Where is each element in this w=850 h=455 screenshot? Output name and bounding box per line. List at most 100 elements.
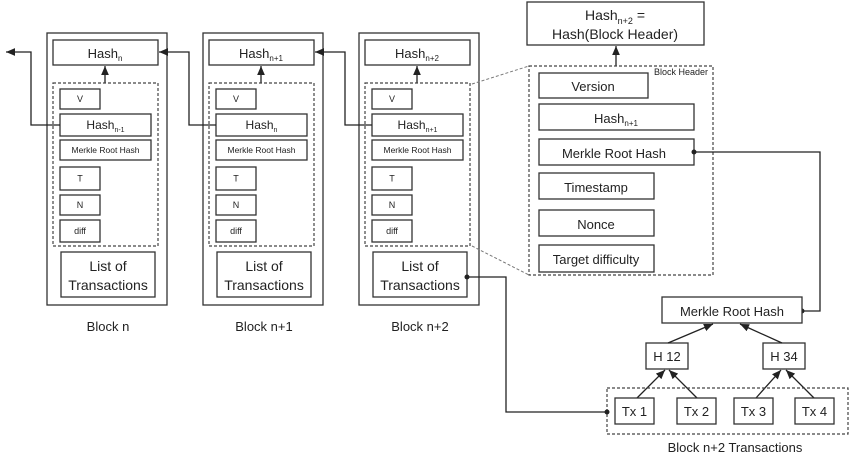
difficulty-field: [371, 219, 413, 243]
merkle-root-node-label: Merkle Root Hash: [680, 304, 784, 319]
difficulty-field: [215, 219, 257, 243]
nonce-label: Nonce: [577, 217, 615, 232]
timestamp-field-label: T: [233, 174, 239, 184]
chain-arrow-n2: [315, 48, 372, 126]
block-header: [364, 82, 471, 247]
merkle-root-field: [59, 139, 152, 161]
version-field: [215, 88, 257, 110]
prev-hash-field: [538, 103, 695, 131]
h12-node: [645, 342, 689, 370]
prev-hash-field-label: Hashn-1: [86, 118, 124, 134]
block-hash-label: Hashn+2: [395, 46, 439, 63]
merkle-root-field: [215, 139, 308, 161]
tree-arrow: [755, 369, 782, 399]
block-label: Block n+1: [235, 319, 292, 334]
block-hash-formula-line1: Hashn+2 =: [585, 7, 645, 26]
nonce-field-label: N: [389, 200, 396, 210]
timestamp-field-label: T: [77, 174, 83, 184]
timestamp-field: [215, 166, 257, 191]
tree-arrow: [668, 369, 698, 399]
merkle-link: [694, 151, 821, 312]
zoom-line-top: [471, 65, 530, 85]
block-header-detail: [528, 65, 714, 276]
tree-arrow: [785, 369, 815, 399]
tx-label: Tx 4: [802, 404, 827, 419]
difficulty-field-label: diff: [386, 226, 398, 236]
tx-node: [794, 397, 835, 425]
merkle-root-field-label: Merkle Root Hash: [71, 145, 139, 155]
version-field: [538, 72, 649, 99]
timestamp-field: [371, 166, 413, 191]
transactions-list-label: List of: [245, 258, 282, 274]
version-field: [59, 88, 101, 110]
block-hash-label: Hashn+1: [239, 46, 283, 63]
transactions-list-label: Transactions: [68, 277, 148, 293]
tx-label: Tx 3: [741, 404, 766, 419]
tx-node: [733, 397, 774, 425]
timestamp-field: [538, 172, 655, 200]
connector-dot: [604, 409, 610, 415]
nonce-field-label: N: [233, 200, 240, 210]
block-hash-formula-line2: Hash(Block Header): [552, 26, 678, 42]
timestamp-field: [59, 166, 101, 191]
target-difficulty-label: Target difficulty: [553, 252, 640, 267]
merkle-root-field-label: Merkle Root Hash: [383, 145, 451, 155]
prev-hash-label: Hashn+1: [594, 111, 638, 128]
transactions-list-label: Transactions: [380, 277, 460, 293]
transactions-list: [372, 251, 468, 298]
tx-label: Tx 2: [684, 404, 709, 419]
nonce-field: [215, 194, 257, 216]
chain-arrow-n: [6, 48, 60, 126]
zoom-line-bottom: [471, 245, 530, 276]
transactions-group-label: Block n+2 Transactions: [668, 440, 803, 455]
difficulty-field: [59, 219, 101, 243]
merkle-root-node: [661, 296, 803, 324]
transactions-list-label: List of: [401, 258, 438, 274]
version-field-label: V: [77, 94, 83, 104]
prev-hash-field-label: Hashn: [246, 118, 278, 134]
block-hash: [208, 39, 315, 66]
block-hash-formula: [526, 1, 705, 46]
tree-arrow: [667, 323, 714, 344]
merkle-root-label: Merkle Root Hash: [562, 146, 666, 161]
tx-label: Tx 1: [622, 404, 647, 419]
tx-node: [614, 397, 655, 425]
tx-node: [676, 397, 717, 425]
transactions-list-label: Transactions: [224, 277, 304, 293]
chain-arrow-n1: [159, 48, 216, 126]
block-header-title: Block Header: [654, 67, 708, 77]
block-label: Block n: [87, 319, 130, 334]
transactions-link: [467, 276, 607, 413]
h34-node: [762, 342, 806, 370]
version-field: [371, 88, 413, 110]
block-header: [52, 82, 159, 247]
timestamp-label: Timestamp: [564, 180, 628, 195]
nonce-field: [59, 194, 101, 216]
block-hash: [52, 39, 159, 66]
block-hash: [364, 39, 471, 66]
merkle-root-field: [538, 138, 695, 166]
version-field-label: V: [389, 94, 395, 104]
tree-arrow: [739, 323, 783, 344]
nonce-field: [371, 194, 413, 216]
transactions-list-label: List of: [89, 258, 126, 274]
h34-label: H 34: [770, 349, 797, 364]
timestamp-field-label: T: [389, 174, 395, 184]
block-label: Block n+2: [391, 319, 448, 334]
block-hash-label: Hashn: [88, 46, 123, 63]
version-field-label: V: [233, 94, 239, 104]
nonce-field-label: N: [77, 200, 84, 210]
target-difficulty-field: [538, 244, 655, 273]
merkle-root-field-label: Merkle Root Hash: [227, 145, 295, 155]
nonce-field: [538, 209, 655, 237]
transactions-list: [60, 251, 156, 298]
version-label: Version: [571, 79, 614, 94]
merkle-root-field: [371, 139, 464, 161]
prev-hash-field-label: Hashn+1: [398, 118, 438, 134]
block-header: [208, 82, 315, 247]
transactions-list: [216, 251, 312, 298]
